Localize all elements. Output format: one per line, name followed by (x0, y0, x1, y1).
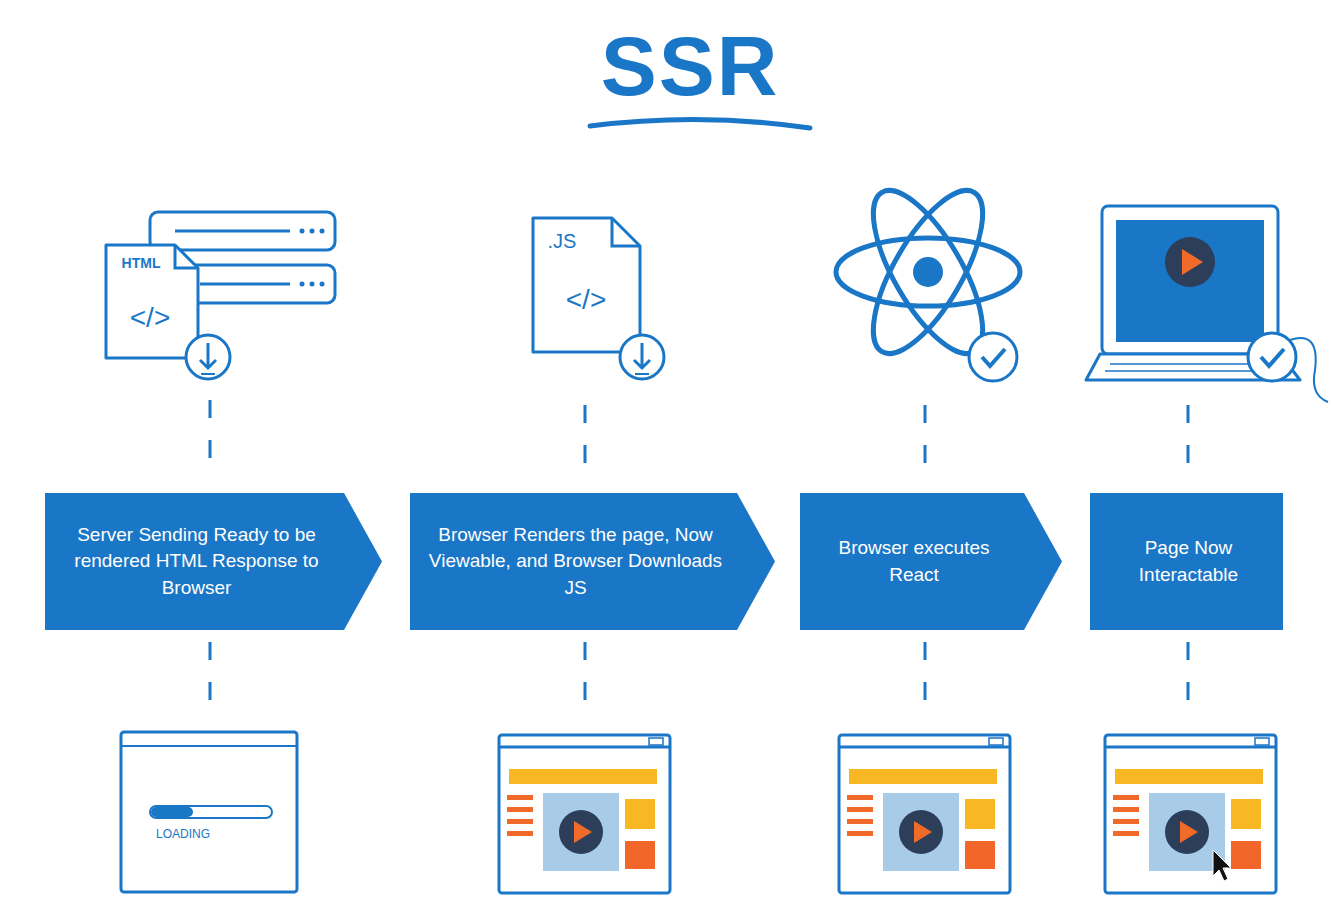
chevron-fill (410, 493, 775, 630)
step-text: Browser Renders the page, Now Viewable, … (410, 493, 775, 630)
diagram-title: SSR (601, 18, 780, 115)
chevron-fill (45, 493, 382, 630)
process-chevron: Browser executes React (800, 493, 1062, 630)
step-text: Browser executes React (800, 493, 1062, 630)
file-icon-label: .JS (548, 230, 577, 253)
file-icon-label: HTML (122, 255, 161, 271)
file-icon-label: </> (566, 284, 606, 316)
step-text: Server Sending Ready to be rendered HTML… (45, 493, 382, 630)
process-chevron: Server Sending Ready to be rendered HTML… (45, 493, 382, 630)
chevron-shape (800, 493, 1062, 630)
chevron-fill (800, 493, 1062, 630)
process-chevron: Browser Renders the page, Now Viewable, … (410, 493, 775, 630)
loading-caption: LOADING (156, 827, 210, 841)
chevron-shape (1090, 493, 1283, 630)
chevron-fill (1090, 493, 1283, 630)
process-chevron: Page Now Interactable (1090, 493, 1283, 630)
step-text: Page Now Interactable (1090, 493, 1283, 630)
file-icon-label: </> (130, 302, 170, 334)
